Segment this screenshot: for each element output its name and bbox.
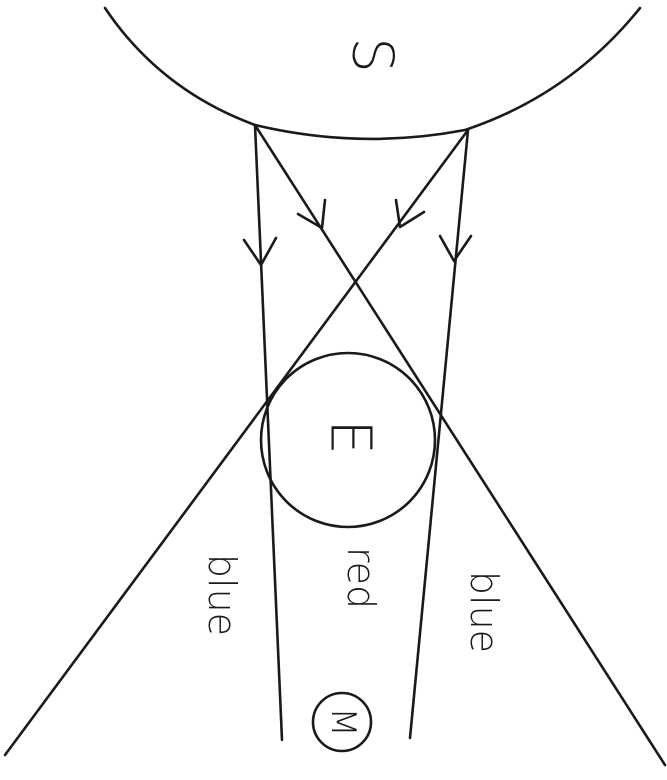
right-band-label: blue: [462, 571, 506, 653]
ray-left-outer: [255, 125, 282, 740]
moon-label: M: [323, 707, 363, 736]
earth-label: E: [318, 419, 383, 454]
center-band-label: red: [339, 547, 383, 609]
sun-label: S: [340, 37, 405, 73]
ray-right-outer: [410, 130, 468, 738]
sun-outline: [105, 8, 640, 139]
arrowhead-right-cross-icon: [396, 200, 424, 227]
left-band-label: blue: [200, 554, 244, 636]
